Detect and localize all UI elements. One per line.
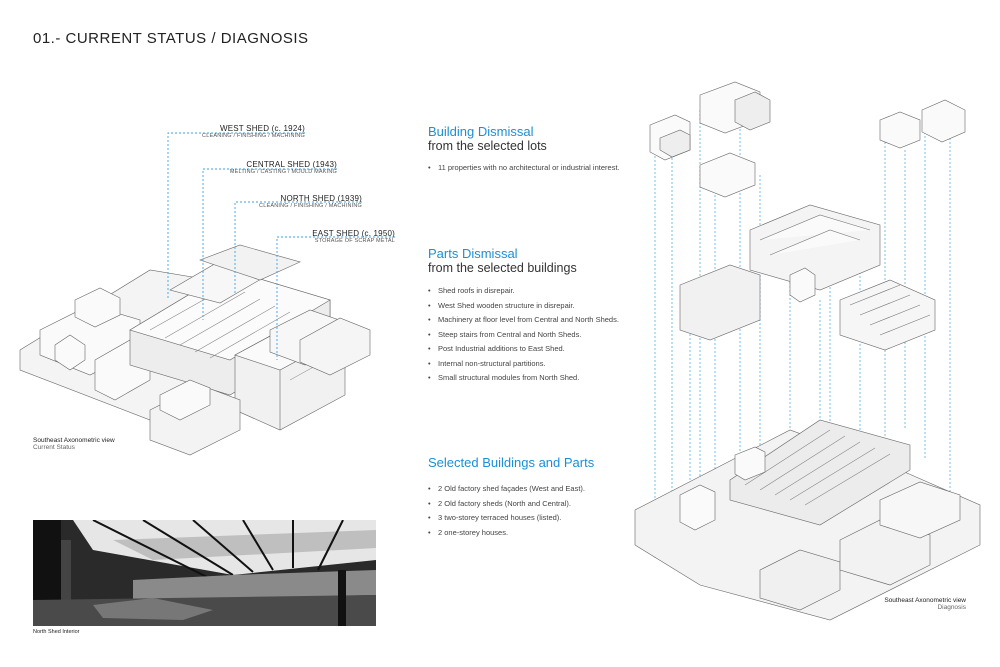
- photo-illustration: [33, 520, 376, 626]
- caption-sub: Diagnosis: [937, 604, 966, 611]
- caption-title: Southeast Axonometric view: [33, 437, 115, 444]
- left-view-caption: Southeast Axonometric view Current Statu…: [33, 437, 115, 451]
- section-title: Parts Dismissal: [428, 246, 518, 261]
- right-view-caption: Southeast Axonometric view Diagnosis: [884, 597, 966, 611]
- shed-label-central: CENTRAL SHED (1943) MELTING / CASTING / …: [230, 160, 337, 175]
- shed-name: CENTRAL SHED (1943): [246, 160, 337, 169]
- shed-name: NORTH SHED (1939): [280, 194, 362, 203]
- section-subtitle: from the selected lots: [428, 139, 547, 153]
- bullet-list: 11 properties with no architectural or i…: [428, 161, 638, 176]
- section-title: Building Dismissal: [428, 124, 534, 139]
- shed-label-north: NORTH SHED (1939) CLEANING / FINISHING /…: [259, 194, 362, 209]
- list-item: 11 properties with no architectural or i…: [428, 161, 638, 176]
- shed-name: WEST SHED (c. 1924): [219, 124, 305, 133]
- section-selected-buildings: Selected Buildings and Parts 2 Old facto…: [428, 455, 648, 540]
- bullet-list: 2 Old factory shed façades (West and Eas…: [428, 482, 648, 540]
- shed-label-west: WEST SHED (c. 1924) CLEANING / FINISHING…: [202, 124, 305, 139]
- list-item: Machinery at floor level from Central an…: [428, 313, 648, 328]
- list-item: Internal non-structural partitions.: [428, 357, 648, 372]
- shed-label-east: EAST SHED (c. 1950) STORAGE OF SCRAP MET…: [312, 229, 395, 244]
- section-parts-dismissal: Parts Dismissal from the selected buildi…: [428, 246, 648, 386]
- section-building-dismissal: Building Dismissal from the selected lot…: [428, 124, 638, 176]
- shed-name: EAST SHED (c. 1950): [312, 229, 395, 238]
- list-item: 2 Old factory shed façades (West and Eas…: [428, 482, 648, 497]
- list-item: Shed roofs in disrepair.: [428, 284, 648, 299]
- list-item: 2 Old factory sheds (North and Central).: [428, 497, 648, 512]
- caption-sub: Current Status: [33, 444, 75, 451]
- shed-uses: CLEANING / FINISHING / MACHINING: [259, 203, 362, 209]
- section-subtitle: from the selected buildings: [428, 261, 577, 275]
- list-item: Small structural modules from North Shed…: [428, 371, 648, 386]
- page-title: 01.- CURRENT STATUS / DIAGNOSIS: [33, 30, 309, 47]
- list-item: West Shed wooden structure in disrepair.: [428, 299, 648, 314]
- section-title: Selected Buildings and Parts: [428, 455, 595, 470]
- list-item: 3 two-storey terraced houses (listed).: [428, 511, 648, 526]
- list-item: Post Industrial additions to East Shed.: [428, 342, 648, 357]
- shed-uses: STORAGE OF SCRAP METAL: [314, 238, 395, 244]
- photo-caption: North Shed Interior: [33, 629, 80, 635]
- shed-uses: MELTING / CASTING / MOULD MAKING: [229, 169, 337, 175]
- list-item: 2 one-storey houses.: [428, 526, 648, 541]
- shed-uses: CLEANING / FINISHING / MACHINING: [202, 133, 305, 139]
- caption-title: Southeast Axonometric view: [884, 597, 966, 604]
- list-item: Steep stairs from Central and North Shed…: [428, 328, 648, 343]
- north-shed-interior-photo: [33, 520, 376, 626]
- bullet-list: Shed roofs in disrepair. West Shed woode…: [428, 284, 648, 386]
